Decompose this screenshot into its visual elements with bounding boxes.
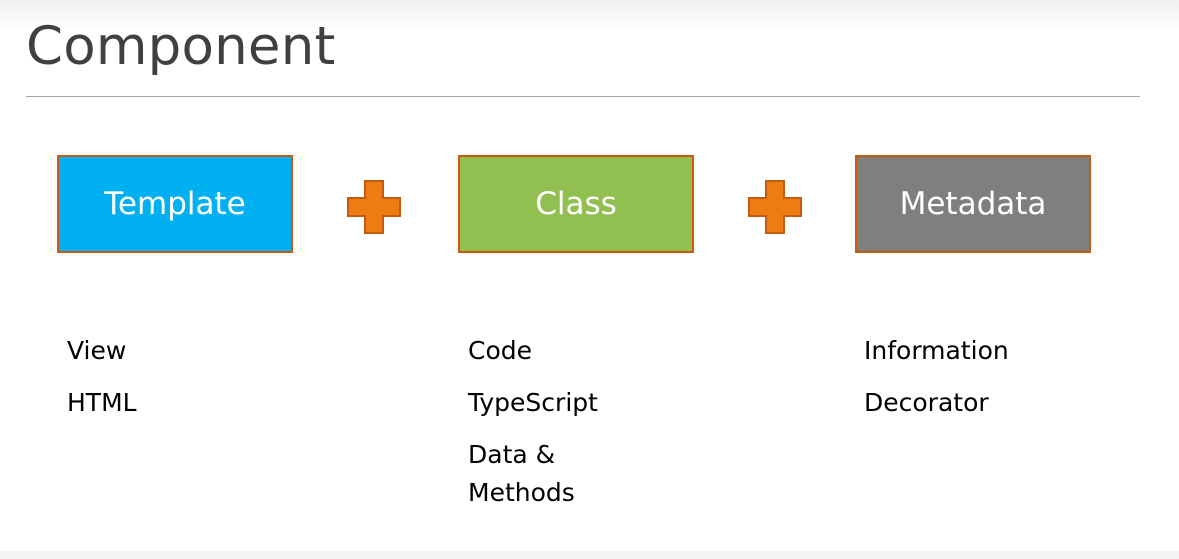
metadata-box: Metadata xyxy=(855,155,1091,253)
class-box-label: Class xyxy=(535,186,617,222)
slide-title: Component xyxy=(26,16,336,77)
detail-item-code: Code xyxy=(468,336,533,365)
bottom-strip xyxy=(0,551,1179,559)
template-box-label: Template xyxy=(104,186,246,222)
metadata-box-label: Metadata xyxy=(899,186,1047,222)
plus-icon xyxy=(748,180,802,234)
template-details-list: View HTML xyxy=(67,332,137,436)
metadata-details-list: Information Decorator xyxy=(864,332,1009,436)
detail-item-html: HTML xyxy=(67,388,137,417)
detail-item-decorator: Decorator xyxy=(864,388,989,417)
plus-icon xyxy=(347,180,401,234)
detail-item-view: View xyxy=(67,336,127,365)
class-box: Class xyxy=(458,155,694,253)
class-details-list: Code TypeScript Data & Methods xyxy=(468,332,658,526)
title-divider xyxy=(26,96,1140,97)
detail-item-data-methods: Data & Methods xyxy=(468,440,575,507)
template-box: Template xyxy=(57,155,293,253)
detail-item-typescript: TypeScript xyxy=(468,388,598,417)
detail-item-information: Information xyxy=(864,336,1009,365)
